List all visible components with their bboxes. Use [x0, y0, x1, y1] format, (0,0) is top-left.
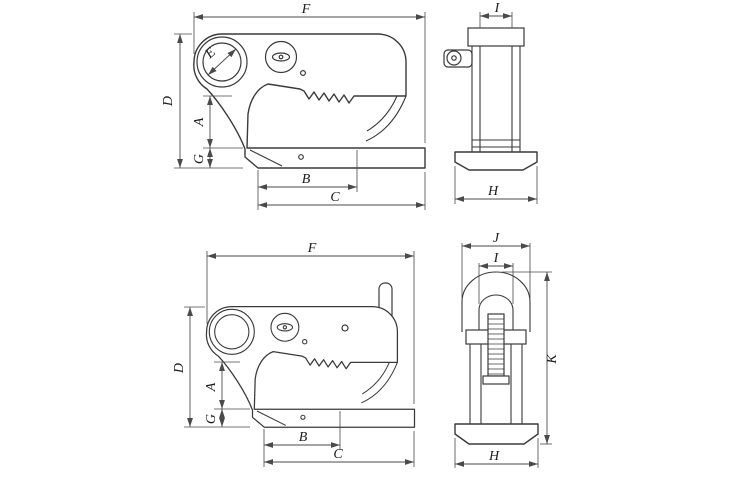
dim-C: C	[264, 431, 415, 467]
body-small-hole	[300, 69, 307, 76]
dim-label-I: I	[493, 251, 500, 266]
dim-label-F: F	[307, 241, 317, 256]
dim-G: G	[204, 409, 225, 427]
dim-H: H	[454, 438, 539, 468]
dim-K: K	[502, 271, 560, 445]
dim-label-A: A	[192, 117, 207, 127]
latch-curve-inner	[366, 95, 398, 132]
lifting-bail-outer	[461, 271, 531, 332]
dim-label-C: C	[333, 447, 343, 462]
dim-F: F	[206, 241, 415, 404]
base-foot	[454, 151, 538, 171]
dim-label-A: A	[204, 382, 219, 392]
dim-C: C	[258, 172, 426, 210]
dim-label-C: C	[330, 190, 340, 205]
dim-I: I	[478, 251, 514, 304]
dim-label-F: F	[301, 2, 311, 17]
dim-F: F	[193, 2, 426, 143]
dim-label-J: J	[493, 231, 500, 246]
shackle-pin	[451, 55, 457, 61]
screw-pad	[482, 375, 510, 385]
view-side-bottom: F D A G B C	[172, 241, 416, 467]
dim-label-I: I	[494, 1, 501, 16]
dim-D: D	[172, 306, 250, 428]
body-extra-hole	[341, 324, 349, 332]
screw-shaft	[487, 313, 505, 377]
dim-label-G: G	[204, 414, 219, 424]
base-chamfer-line	[249, 149, 283, 167]
dim-label-G: G	[192, 154, 207, 164]
dim-label-H: H	[487, 184, 499, 199]
dim-D: D	[161, 33, 243, 169]
view-front-bottom: J I K H	[454, 231, 560, 468]
dim-line-E	[207, 48, 237, 76]
dim-label-B: B	[299, 430, 308, 445]
clamp-body-silhouette	[193, 33, 426, 169]
pin-center-hole	[278, 54, 284, 60]
head-block	[467, 27, 525, 47]
dim-G: G	[192, 148, 213, 168]
dim-B: B	[263, 411, 341, 467]
dim-label-H: H	[488, 449, 500, 464]
base-foot	[454, 423, 539, 445]
dim-label-D: D	[161, 96, 176, 107]
view-front-top: I H	[443, 1, 538, 204]
screw-thread-hatching	[488, 318, 504, 375]
lifting-bail-inner	[478, 294, 514, 332]
dim-I: I	[479, 1, 513, 30]
dim-label-B: B	[302, 172, 311, 187]
dim-H: H	[454, 166, 538, 204]
dim-J: J	[461, 231, 531, 298]
dim-label-D: D	[172, 363, 187, 374]
view-side-top: E F D A G B	[161, 2, 426, 210]
latch-curve-outer	[365, 95, 407, 142]
base-hole	[298, 154, 304, 160]
dim-label-K: K	[545, 354, 560, 365]
